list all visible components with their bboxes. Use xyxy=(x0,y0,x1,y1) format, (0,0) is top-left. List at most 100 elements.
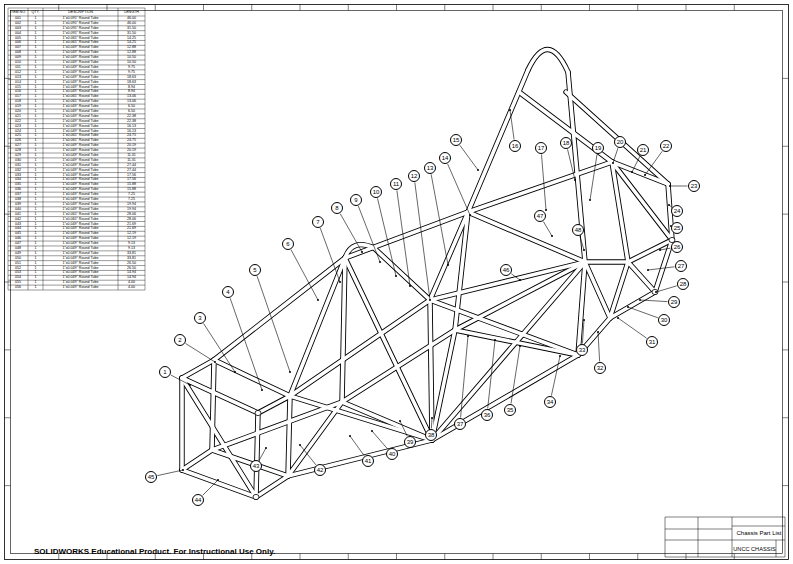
callout-number: 33 xyxy=(579,347,586,353)
table-cell: 1"x0.095" Round Tube xyxy=(43,31,118,36)
leader-line xyxy=(660,248,671,250)
leader-dot xyxy=(289,371,291,373)
table-cell: 1 xyxy=(28,40,43,45)
table-cell: 054 xyxy=(8,275,28,280)
callout-balloon: 32 xyxy=(594,362,606,374)
table-cell: 035 xyxy=(8,182,28,187)
tube-outline xyxy=(519,92,612,162)
table-cell: 020 xyxy=(8,109,28,114)
tube-fill xyxy=(212,360,214,450)
leader-dot xyxy=(431,417,433,419)
table-cell: 1 xyxy=(28,192,43,197)
table-cell: 021 xyxy=(8,114,28,119)
table-cell: 1"x0.095" Round Tube xyxy=(43,21,118,26)
callout-number: 6 xyxy=(286,241,289,247)
table-cell: 10.50 xyxy=(118,55,145,60)
table-cell: 017 xyxy=(8,94,28,99)
table-cell: 1"x0.049" Round Tube xyxy=(43,187,118,192)
callout-number: 3 xyxy=(198,315,201,321)
callout-balloon: 12 xyxy=(408,170,420,182)
callout-balloon: 8 xyxy=(331,202,343,214)
tube-outline xyxy=(258,396,290,413)
table-cell: 1 xyxy=(28,143,43,148)
table-cell: 31.50 xyxy=(118,31,145,36)
leader-dot xyxy=(509,109,511,111)
table-cell: 8.94 xyxy=(118,89,145,94)
tube-fill xyxy=(578,262,585,355)
callout-number: 27 xyxy=(678,263,685,269)
leader-dot xyxy=(182,469,184,471)
watermark: SOLIDWORKS Educational Product. For Inst… xyxy=(34,546,334,557)
tube-outline xyxy=(430,262,585,300)
table-cell: 1"x0.049" Round Tube xyxy=(43,251,118,256)
zone-tick xyxy=(493,5,494,11)
table-cell: 1"x0.049" Round Tube xyxy=(43,270,118,275)
zone-ticks xyxy=(5,5,789,560)
table-cell: 1"x0.049" Round Tube xyxy=(43,285,118,290)
title-block-text: UNCC CHASSIS xyxy=(733,541,776,557)
table-cell: 13.06 xyxy=(118,99,145,104)
table-cell: 1"x0.049" Round Tube xyxy=(43,109,118,114)
table-cell: 047 xyxy=(8,241,28,246)
callout-number: 24 xyxy=(674,208,681,214)
zone-tick xyxy=(734,5,735,11)
callout-number: 31 xyxy=(649,339,656,345)
zone-tick xyxy=(541,554,542,560)
table-cell: 010 xyxy=(8,60,28,65)
leader-line xyxy=(400,421,407,436)
table-cell: 051 xyxy=(8,261,28,266)
table-cell: 1 xyxy=(28,70,43,75)
table-cell: 1"x0.049" Round Tube xyxy=(43,89,118,94)
leader-dot xyxy=(545,209,547,211)
zone-tick xyxy=(589,554,590,560)
table-cell: 007 xyxy=(8,45,28,50)
callout-balloon: 40 xyxy=(386,448,398,460)
table-cell: 056 xyxy=(8,285,28,290)
callout-number: 36 xyxy=(484,412,491,418)
table-cell: 1"x0.065" Round Tube xyxy=(43,217,118,222)
table-cell: 1"x0.049" Round Tube xyxy=(43,65,118,70)
table-cell: 1"x0.049" Round Tube xyxy=(43,182,118,187)
table-cell: 046 xyxy=(8,236,28,241)
tube-fill xyxy=(578,318,610,355)
title-block-rule xyxy=(732,517,733,557)
zone-tick xyxy=(5,78,11,79)
tube-outline xyxy=(212,360,214,450)
table-cell: 31.50 xyxy=(118,26,145,31)
leader-line xyxy=(257,276,290,372)
table-cell: LENGTH xyxy=(118,8,145,16)
callout-balloon: 47 xyxy=(534,210,546,222)
table-cell: 016 xyxy=(8,89,28,94)
tube-outline xyxy=(432,330,455,440)
tube-fill xyxy=(612,162,672,240)
leader-dot xyxy=(627,306,629,308)
callout-balloon: 19 xyxy=(592,142,604,154)
callout-number: 9 xyxy=(354,197,357,203)
table-cell: 1 xyxy=(28,256,43,261)
table-cell: 025 xyxy=(8,133,28,138)
tube-fill xyxy=(345,258,432,440)
title-block-text: Chassis Part List xyxy=(733,527,785,539)
leader-line xyxy=(590,154,597,200)
table-cell: 1"x0.065" Round Tube xyxy=(43,138,118,143)
leader-dot xyxy=(519,345,521,347)
callout-balloon: 3 xyxy=(194,312,206,324)
table-cell: 15.88 xyxy=(118,187,145,192)
callout-balloon: 27 xyxy=(675,260,687,272)
leader-line xyxy=(640,300,668,302)
leader-line xyxy=(461,336,468,418)
table-cell: 033 xyxy=(8,173,28,178)
callout-number: 8 xyxy=(335,205,338,211)
callout-balloon: 24 xyxy=(671,205,683,217)
table-cell: 030 xyxy=(8,158,28,163)
tube-outline xyxy=(179,378,184,470)
leader-line xyxy=(157,470,183,476)
table-cell: 011 xyxy=(8,65,28,70)
zone-tick xyxy=(734,554,735,560)
callout-number: 13 xyxy=(427,165,434,171)
table-cell: 28.06 xyxy=(118,217,145,222)
table-cell: 1 xyxy=(28,163,43,168)
leader-dot xyxy=(317,299,319,301)
zone-tick xyxy=(107,5,108,11)
callout-number: 21 xyxy=(640,147,647,153)
